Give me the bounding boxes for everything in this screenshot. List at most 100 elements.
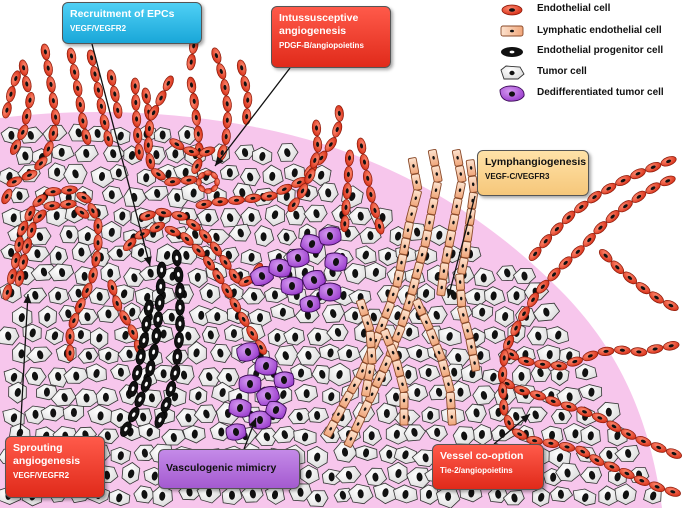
lymphatic-endothelial-cell — [392, 269, 404, 288]
tumor-cell — [241, 287, 266, 305]
lymphatic-endothelial-cell — [343, 430, 358, 448]
tumor-cell — [438, 326, 462, 347]
endothelial-cell — [150, 168, 166, 181]
endothelial-cell — [356, 137, 367, 155]
endothelial-cell — [88, 266, 98, 284]
tumor-cell — [277, 143, 299, 162]
endothelial-cell — [498, 382, 508, 400]
lymphatic-endothelial-cell — [366, 347, 377, 365]
callout-vasculogenic-mimicry: Vasculogenic mimicry — [158, 449, 300, 489]
tumor-cell — [306, 445, 329, 469]
endothelial-cell — [511, 428, 528, 440]
tumor-cell — [50, 387, 77, 407]
endothelial-cell — [74, 297, 86, 314]
endothelial-cell — [195, 199, 213, 210]
tumor-cell — [77, 225, 100, 246]
endothelial-cell — [221, 128, 231, 145]
callout-subtitle: VEGF/VEGFR2 — [70, 24, 127, 33]
dedifferentiated-tumor-cell — [318, 282, 342, 302]
dedifferentiated-tumor-cell — [228, 398, 252, 418]
legend-lymphatic-icon — [500, 25, 524, 37]
endothelial-progenitor-cell — [143, 299, 154, 317]
lymphatic-endothelial-cell — [451, 197, 463, 216]
endothelial-progenitor-cell — [165, 380, 177, 398]
tumor-cell — [234, 144, 256, 160]
tumor-cell — [532, 487, 550, 507]
endothelial-cell — [497, 366, 508, 383]
callout-intussusceptive-angiogenesis: Intussusceptive angiogenesis PDGF-B/angi… — [271, 6, 391, 68]
endothelial-cell — [119, 310, 131, 326]
arrow-vasculogenic — [243, 417, 257, 450]
endothelial-cell — [11, 252, 21, 269]
endothelial-cell — [614, 345, 631, 355]
tumor-cell — [348, 483, 374, 505]
tumor-cell — [22, 323, 42, 343]
endothelial-cell — [127, 324, 139, 341]
tumor-cell — [575, 363, 598, 381]
tumor-cell — [26, 346, 53, 364]
endothelial-cell — [189, 93, 199, 110]
tumor-cell — [426, 305, 448, 324]
tumor-cell — [403, 424, 427, 442]
tumor-cell — [40, 404, 65, 422]
tumor-cell — [378, 444, 401, 465]
tumor-cell — [240, 249, 263, 266]
tumor-cell — [549, 486, 574, 503]
endothelial-cell — [587, 190, 602, 204]
dedifferentiated-tumor-cell — [265, 401, 287, 419]
endothelial-cell — [575, 445, 591, 458]
tumor-cell — [506, 285, 526, 306]
endothelial-cell — [193, 125, 203, 143]
endothelial-cell — [219, 255, 232, 270]
lymphatic-endothelial-cell — [381, 301, 395, 320]
tumor-cell — [123, 267, 145, 287]
lymphatic-endothelial-cell — [412, 298, 427, 317]
endothelial-cell — [243, 91, 253, 109]
endothelial-cell — [662, 341, 680, 351]
tumor-cell — [464, 403, 487, 424]
tumor-cell — [348, 207, 373, 226]
endothelial-cell — [619, 467, 635, 480]
endothelial-progenitor-cell — [127, 380, 139, 397]
endothelial-progenitor-cell — [160, 396, 172, 413]
endothelial-cell — [69, 63, 80, 81]
endothelial-progenitor-cell — [170, 364, 181, 382]
lymphatic-endothelial-cell — [386, 285, 400, 304]
tumor-cell — [153, 127, 172, 144]
endothelial-cell — [183, 146, 200, 157]
tumor-cell — [526, 326, 550, 346]
tumor-cell — [188, 386, 208, 406]
endothelial-cell — [139, 210, 156, 221]
tumor-cell — [293, 428, 317, 447]
endothelial-cell — [620, 428, 637, 440]
endothelial-cell — [112, 295, 123, 312]
tumor-cell — [452, 426, 477, 445]
tumor-cell — [355, 445, 378, 461]
lymphatic-endothelial-cell — [396, 375, 409, 394]
tumor-cell — [224, 324, 245, 342]
lymphatic-endothelial-cell — [455, 165, 467, 183]
endothelial-cell — [499, 398, 509, 416]
tumor-cell — [307, 407, 329, 423]
endothelial-cell — [311, 119, 322, 137]
endothelial-cell — [635, 436, 652, 447]
endothelial-progenitor-cell — [151, 327, 162, 345]
lymphatic-endothelial-cell — [456, 289, 467, 308]
endothelial-cell — [598, 248, 613, 263]
tumor-cell — [393, 484, 418, 504]
dedifferentiated-tumor-cell — [254, 356, 278, 376]
tumor-cell — [598, 446, 622, 464]
tumor-cell — [38, 305, 57, 329]
endothelial-cell — [536, 279, 550, 294]
endothelial-cell — [21, 108, 32, 125]
endothelial-cell — [547, 267, 561, 282]
endothelial-progenitor-cell — [138, 332, 149, 349]
endothelial-cell — [332, 121, 343, 138]
endothelial-cell — [362, 170, 373, 187]
endothelial-cell — [211, 47, 222, 64]
endothelial-cell — [155, 90, 167, 106]
tumor-cell — [473, 267, 496, 288]
arrow-sprouting — [19, 293, 32, 437]
endothelial-cell — [344, 149, 355, 167]
tumor-cell — [387, 461, 408, 485]
